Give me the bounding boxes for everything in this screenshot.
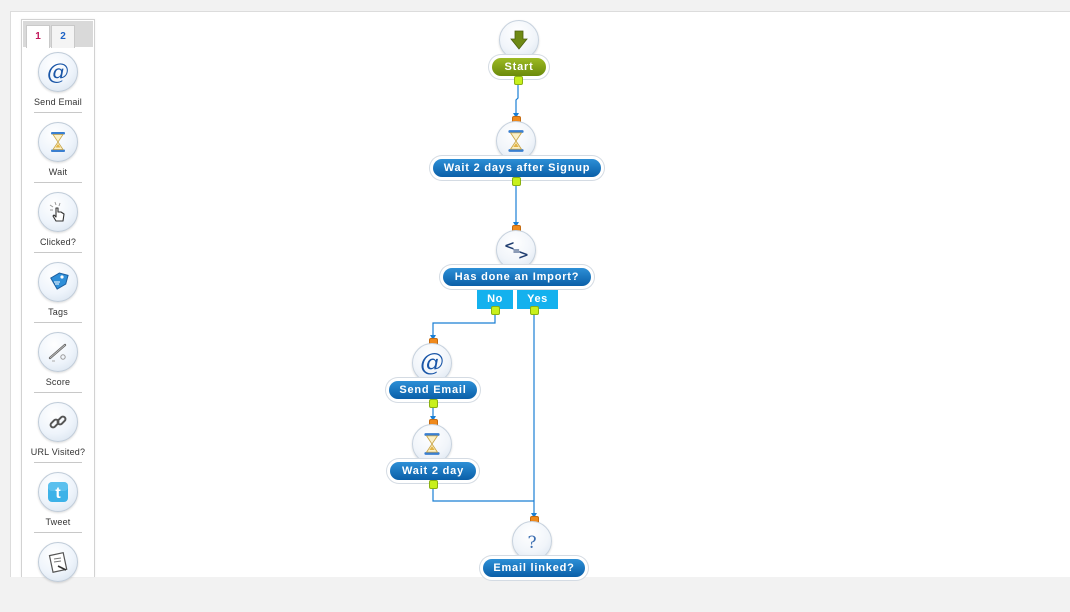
palette-divider [34, 182, 82, 183]
palette-tab-1[interactable]: 1 [26, 25, 50, 48]
link-icon [38, 402, 78, 442]
wait-2day-node-icon-wrapper[interactable] [412, 424, 452, 464]
palette-item-tweet[interactable]: t Tweet [22, 472, 94, 542]
wait-signup-label[interactable]: Wait 2 days after Signup [433, 159, 601, 177]
palette-item-wait[interactable]: Wait [22, 122, 94, 192]
condition-label[interactable]: Has done an Import? [443, 268, 591, 286]
question-icon: ? [527, 533, 536, 553]
palette-divider [34, 112, 82, 113]
email-linked-node-icon-wrapper[interactable]: ? [512, 521, 552, 561]
start-output-connector[interactable] [514, 76, 523, 85]
hourglass-icon [424, 433, 440, 455]
start-node-icon-wrapper[interactable] [499, 20, 539, 60]
score-pen-icon [38, 332, 78, 372]
wait-signup-output-connector[interactable] [512, 177, 521, 186]
palette-item-label: Send Email [33, 97, 83, 107]
palette-item-label: Wait [48, 167, 68, 177]
svg-text:=: = [513, 247, 521, 257]
palette-divider [34, 532, 82, 533]
palette-item-label: Clicked? [39, 237, 77, 247]
palette-tab-bar: 1 2 [23, 21, 93, 48]
hourglass-icon [508, 130, 524, 152]
palette-divider [34, 462, 82, 463]
palette-item-send-email[interactable]: @ Send Email [22, 52, 94, 122]
twitter-icon: t [38, 472, 78, 512]
palette-item-label: Tags [48, 307, 68, 317]
svg-text:@: @ [420, 350, 444, 376]
compare-icon: <=> [504, 239, 529, 263]
palette-item-url-visited[interactable]: URL Visited? [22, 402, 94, 472]
palette-item-score[interactable]: Score [22, 332, 94, 402]
hourglass-icon [38, 122, 78, 162]
branch-no-button[interactable]: No [477, 290, 513, 309]
branch-no-connector[interactable] [491, 306, 500, 315]
branch-yes-connector[interactable] [530, 306, 539, 315]
start-node-label[interactable]: Start [492, 58, 546, 76]
palette-divider [34, 322, 82, 323]
svg-text:@: @ [47, 60, 69, 84]
pointer-hand-icon [38, 192, 78, 232]
down-arrow-icon [510, 30, 528, 50]
palette-tab-2[interactable]: 2 [51, 25, 75, 48]
palette-item-label: URL Visited? [30, 447, 86, 457]
palette-divider [34, 392, 82, 393]
email-linked-label[interactable]: Email linked? [483, 559, 585, 577]
send-email-output-connector[interactable] [429, 399, 438, 408]
branch-yes-button[interactable]: Yes [517, 290, 558, 309]
flow-connections [430, 80, 537, 518]
wait-signup-node-icon-wrapper[interactable] [496, 121, 536, 161]
send-email-node-icon-wrapper[interactable]: @ [412, 343, 452, 383]
at-sign-icon: @ [420, 350, 444, 376]
palette-item-clicked[interactable]: Clicked? [22, 192, 94, 262]
notes-icon [38, 542, 78, 582]
svg-text:t: t [55, 485, 61, 502]
wait-2day-label[interactable]: Wait 2 day [390, 462, 476, 480]
condition-node-icon-wrapper[interactable]: <=> [496, 230, 536, 270]
palette-item-label: Tweet [45, 517, 71, 527]
svg-text:>: > [518, 248, 529, 263]
svg-text:<: < [504, 239, 515, 254]
palette-item-notes[interactable] [22, 542, 94, 612]
tag-icon [38, 262, 78, 302]
svg-text:?: ? [527, 533, 536, 553]
wait-2day-output-connector[interactable] [429, 480, 438, 489]
palette-item-label: Score [45, 377, 71, 387]
at-sign-icon: @ [38, 52, 78, 92]
palette-divider [34, 252, 82, 253]
palette-item-tags[interactable]: Tags [22, 262, 94, 332]
node-palette: 1 2 @ Send Email Wait Clicked? Tags S [21, 19, 95, 582]
send-email-label[interactable]: Send Email [389, 381, 477, 399]
